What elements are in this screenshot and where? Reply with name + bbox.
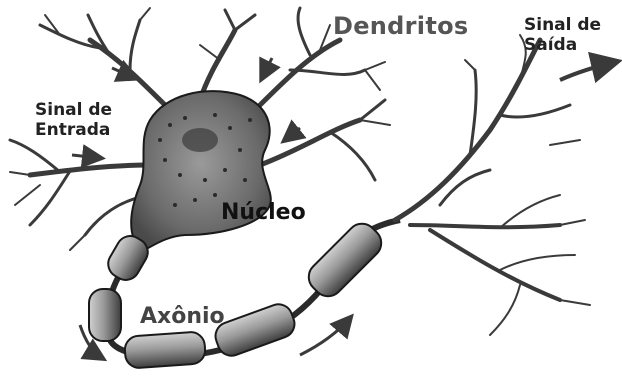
cell-body [131,91,271,252]
label-sinal-entrada-line1: Sinal de [35,100,112,120]
output-arrow-icon [560,62,615,80]
input-arrow-icon [72,155,100,158]
label-sinal-entrada: Sinal de Entrada [35,100,112,140]
myelin-sheath [89,218,387,369]
label-axonio: Axônio [140,304,225,329]
dendrite-arrow-icon [262,58,272,78]
label-dendritos: Dendritos [333,12,468,40]
label-sinal-saida-line1: Sinal de [524,15,601,35]
label-sinal-saida-line2: Saída [524,35,601,55]
axon-arrow-icon [300,318,350,355]
label-sinal-saida: Sinal de Saída [524,15,601,55]
label-sinal-entrada-line2: Entrada [35,120,112,140]
label-nucleo: Núcleo [221,200,306,225]
dendrite-arrow-icon [285,128,300,140]
